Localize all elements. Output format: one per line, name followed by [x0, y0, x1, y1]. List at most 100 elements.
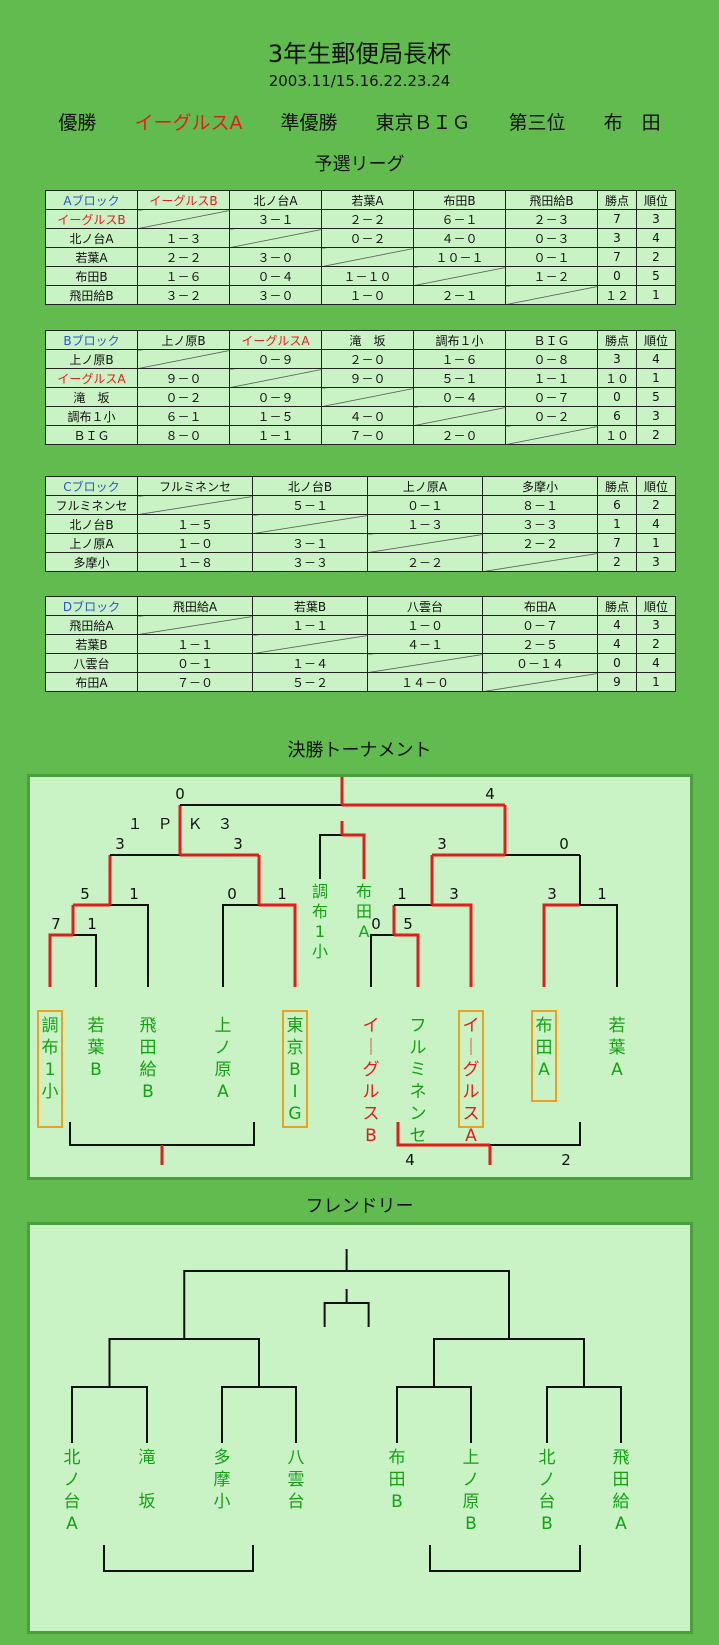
friendly-team-name: 多摩小: [214, 1448, 231, 1512]
score-qf3-left: 1: [397, 885, 407, 903]
score-cell: ２－５: [482, 634, 598, 654]
self-cell: [252, 514, 368, 534]
score-cell: １－４: [252, 653, 368, 673]
rank-header: 順位: [636, 596, 676, 616]
score-semi-l-right: 3: [233, 835, 243, 853]
score-cell: 1: [597, 514, 637, 534]
score-third-left: 4: [405, 1151, 415, 1169]
score-cell: 3: [636, 209, 676, 229]
row-team: 滝 坂: [45, 387, 138, 407]
header-team: イーグルスA: [229, 330, 322, 350]
bracket-line: [342, 833, 366, 879]
score-r1-left-a: 7: [51, 915, 61, 933]
score-cell: ０－１４: [482, 653, 598, 673]
header-team: 北ノ台A: [229, 190, 322, 210]
score-cell: 4: [636, 228, 676, 248]
score-cell: ２－３: [505, 209, 598, 229]
score-cell: １－１: [137, 634, 253, 654]
row-team: イーグルスA: [45, 368, 138, 388]
self-cell: [367, 533, 483, 553]
score-cell: 1: [636, 285, 676, 305]
bracket-line: [221, 1386, 297, 1443]
self-cell: [367, 653, 483, 673]
score-cell: 3: [636, 615, 676, 635]
tournament-section-title: 決勝トーナメント: [287, 740, 432, 761]
bracket-line: [103, 1545, 254, 1572]
score-cell: 4: [636, 349, 676, 369]
friendly-team-name: 八雲台: [288, 1448, 305, 1512]
points-header: 勝点: [597, 330, 637, 350]
header-team: 滝 坂: [321, 330, 414, 350]
score-cell: 6: [597, 406, 637, 426]
score-cell: ３－２: [137, 285, 230, 305]
score-cell: ５－２: [252, 672, 368, 692]
self-cell: [137, 349, 230, 369]
score-cell: 4: [597, 634, 637, 654]
row-team: 飛田給A: [45, 615, 138, 635]
bracket-line: [580, 904, 618, 987]
bracket-line: [48, 933, 73, 987]
bracket-line: [222, 904, 259, 987]
block-name: Aブロック: [45, 190, 138, 210]
score-r1-left-b: 1: [87, 915, 97, 933]
score-cell: 7: [597, 209, 637, 229]
score-cell: ９－０: [137, 368, 230, 388]
score-cell: ４－１: [367, 634, 483, 654]
friendly-team-name: 滝 坂: [139, 1448, 156, 1512]
score-cell: １－５: [137, 514, 253, 534]
self-cell: [229, 368, 322, 388]
score-cell: ２－２: [137, 247, 230, 267]
score-cell: ５－１: [252, 495, 368, 515]
header-team: 飛田給A: [137, 596, 253, 616]
score-qf2-right: 1: [277, 885, 287, 903]
header-team: 若葉B: [252, 596, 368, 616]
score-cell: ２－２: [321, 209, 414, 229]
score-cell: 1: [636, 672, 676, 692]
score-final-left: 0: [175, 785, 185, 803]
team-highlight-box: [282, 1010, 308, 1128]
score-cell: 4: [636, 653, 676, 673]
bracket-line: [319, 834, 342, 879]
block-name: Cブロック: [45, 476, 138, 496]
score-cell: ０－７: [482, 615, 598, 635]
header-team: 上ノ原A: [367, 476, 483, 496]
score-cell: 3: [636, 406, 676, 426]
points-header: 勝点: [597, 476, 637, 496]
score-cell: ４－０: [321, 406, 414, 426]
score-cell: １－３: [367, 514, 483, 534]
score-cell: 4: [636, 514, 676, 534]
score-cell: １－６: [137, 266, 230, 286]
score-cell: 2: [636, 247, 676, 267]
self-cell: [413, 406, 506, 426]
score-cell: ７－０: [321, 425, 414, 445]
score-cell: 2: [636, 634, 676, 654]
score-cell: １－２: [505, 266, 598, 286]
score-cell: ０－１: [505, 247, 598, 267]
friendly-section-title: フレンドリー: [305, 1196, 414, 1217]
row-team: 北ノ台A: [45, 228, 138, 248]
score-cell: 6: [597, 495, 637, 515]
header-team: 飛田給B: [505, 190, 598, 210]
header-team: イーグルスB: [137, 190, 230, 210]
score-cell: １－６: [413, 349, 506, 369]
header-team: ＢＩＧ: [505, 330, 598, 350]
